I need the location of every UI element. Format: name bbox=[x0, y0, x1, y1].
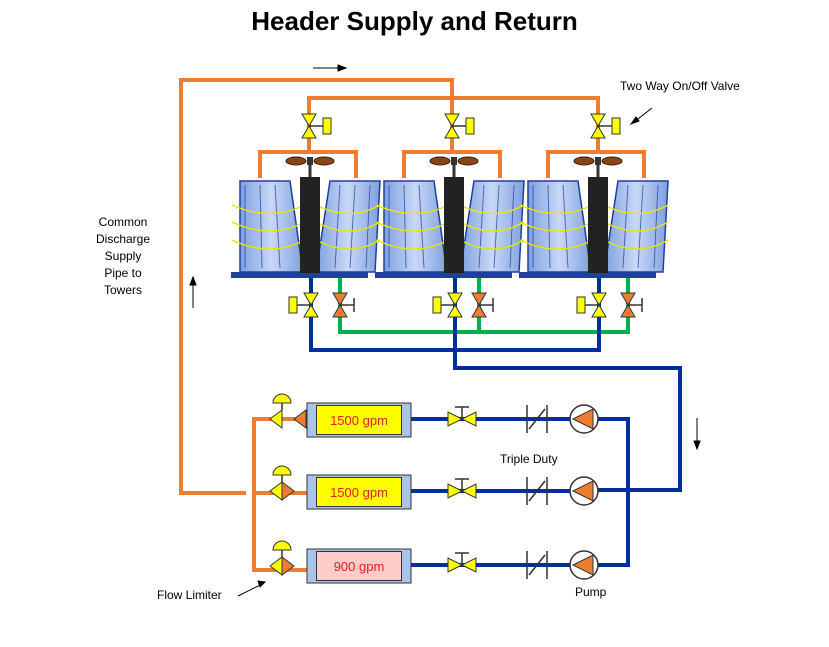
butterfly-valve-icon[interactable] bbox=[447, 552, 477, 573]
fan-icon bbox=[429, 156, 479, 166]
arrow-right-icon bbox=[313, 64, 348, 72]
fan-icon bbox=[285, 156, 335, 166]
chiller-flow-value: 1500 gpm bbox=[330, 484, 388, 500]
butterfly-valve-icon[interactable] bbox=[447, 478, 477, 499]
common-discharge-line: Supply bbox=[104, 249, 142, 263]
common-discharge-line: Pipe to bbox=[104, 266, 142, 280]
motorized-valve-icon[interactable] bbox=[576, 292, 607, 318]
chiller-flow-value: 1500 gpm bbox=[330, 412, 388, 428]
fan-icon bbox=[573, 156, 623, 166]
pump-icon[interactable] bbox=[569, 404, 599, 434]
cooling-tower-2 bbox=[375, 156, 525, 278]
motorized-valve-icon[interactable] bbox=[301, 113, 332, 139]
motorized-valve-icon[interactable] bbox=[444, 113, 475, 139]
common-discharge-line: Common bbox=[98, 215, 148, 229]
two-way-valve-pointer bbox=[629, 107, 653, 126]
cooling-tower-1 bbox=[231, 156, 381, 278]
check-valve-icon[interactable] bbox=[526, 551, 548, 579]
motorized-valve-icon[interactable] bbox=[432, 292, 463, 318]
common-discharge-line: Discharge bbox=[95, 232, 151, 246]
chiller-flow-value: 900 gpm bbox=[333, 558, 385, 574]
pump-icon[interactable] bbox=[569, 550, 599, 580]
butterfly-valve-icon[interactable] bbox=[620, 292, 643, 318]
pump-icon[interactable] bbox=[569, 476, 599, 506]
arrow-up-icon bbox=[189, 275, 197, 308]
two-way-valve-label: Two Way On/Off Valve bbox=[620, 79, 740, 93]
common-discharge-label: Common Discharge Supply Pipe to Towers bbox=[88, 214, 158, 299]
common-discharge-line: Towers bbox=[103, 283, 142, 297]
flow-limiter-valve-icon[interactable] bbox=[269, 465, 295, 501]
butterfly-valve-icon[interactable] bbox=[471, 292, 494, 318]
arrow-down-icon bbox=[693, 418, 701, 451]
chiller-flow-box: 900 gpm bbox=[316, 551, 402, 581]
check-valve-icon[interactable] bbox=[526, 477, 548, 505]
flow-limiter-pointer bbox=[237, 580, 267, 597]
cooling-tower-3 bbox=[519, 156, 669, 278]
check-valve-icon[interactable] bbox=[526, 405, 548, 433]
flow-limiter-label: Flow Limiter bbox=[157, 588, 222, 602]
triple-duty-label: Triple Duty bbox=[500, 452, 558, 466]
flow-limiter-valve-icon[interactable] bbox=[269, 540, 295, 576]
motorized-valve-icon[interactable] bbox=[288, 292, 319, 318]
butterfly-valve-icon[interactable] bbox=[447, 406, 477, 427]
chiller-flow-box: 1500 gpm bbox=[316, 477, 402, 507]
motorized-valve-icon[interactable] bbox=[590, 113, 621, 139]
chiller-flow-box: 1500 gpm bbox=[316, 405, 402, 435]
flow-limiter-valve-icon[interactable] bbox=[269, 393, 307, 429]
butterfly-valve-icon[interactable] bbox=[332, 292, 355, 318]
page-title: Header Supply and Return bbox=[251, 6, 578, 36]
pump-label: Pump bbox=[575, 585, 607, 599]
